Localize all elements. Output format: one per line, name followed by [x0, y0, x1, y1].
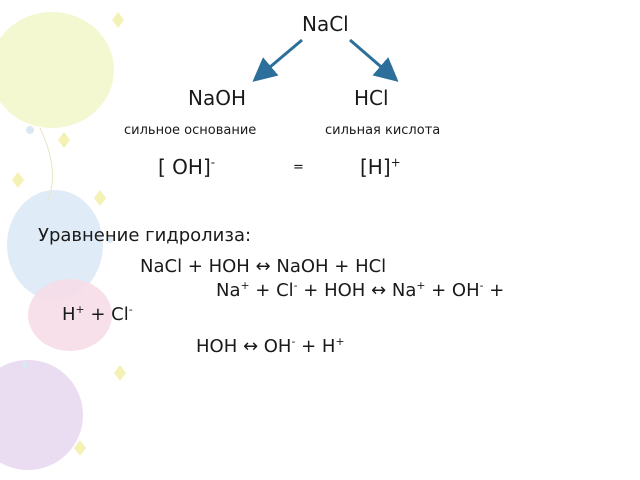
short-ionic-equation: HOH ↔ OH- + H+	[196, 335, 345, 357]
balloon-string	[39, 127, 53, 201]
balloon-purple	[0, 360, 83, 470]
ionic-equation-line2: H+ + Cl-	[62, 303, 133, 325]
balloon-pink	[28, 279, 112, 351]
balloon-blue	[7, 190, 103, 300]
equals-sign: =	[293, 160, 304, 175]
arrow-to-acid	[349, 38, 399, 82]
proton-concentration: [H]+	[360, 155, 401, 179]
balloon-yellow	[0, 12, 114, 128]
confetti-stars	[12, 12, 126, 456]
base-caption: сильное основание	[124, 123, 257, 138]
arrow-to-base	[252, 38, 303, 82]
base-formula: NaOH	[188, 86, 246, 110]
molecular-equation: NaCl + HOH ↔ NaOH + HCl	[140, 256, 387, 277]
ionic-equation-line1: Na+ + Cl- + HOH ↔ Na+ + OH- +	[216, 279, 505, 301]
confetti-dots	[22, 126, 113, 368]
salt-formula: NaCl	[302, 12, 349, 36]
acid-caption: сильная кислота	[325, 123, 441, 138]
hydroxide-concentration: [ OH]-	[158, 155, 216, 179]
acid-formula: HCl	[354, 86, 389, 110]
hydrolysis-heading: Уравнение гидролиза:	[38, 225, 252, 246]
